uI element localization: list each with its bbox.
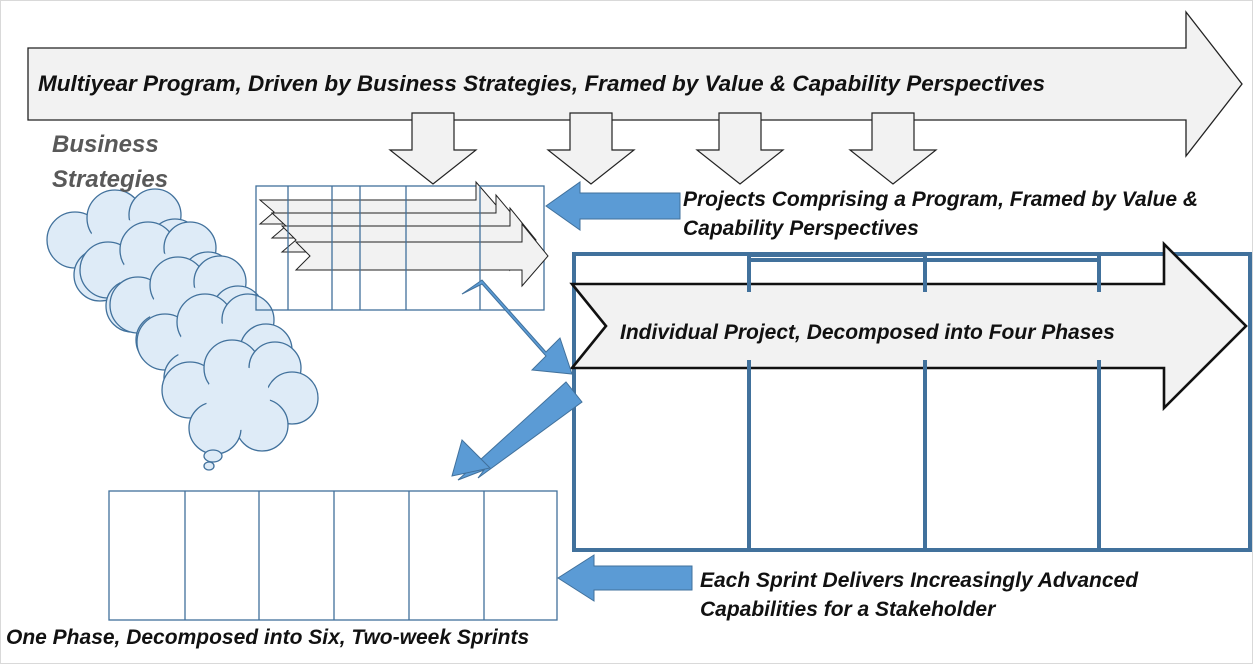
cloud-bubble-1: [203, 449, 223, 463]
diag-arrow-left-head: [451, 439, 492, 477]
down-arrow-2: [546, 112, 636, 185]
down-arrow-3: [695, 112, 785, 185]
six-sprint-frame: [108, 490, 558, 621]
individual-project-label: Individual Project, Decomposed into Four…: [620, 321, 1115, 344]
program-label: Multiyear Program, Driven by Business St…: [38, 71, 1046, 96]
diag-arrow-down: [461, 279, 573, 375]
down-arrow-1: [388, 112, 478, 185]
diag-arrow-left: [457, 381, 583, 481]
sprints-pointer-arrow: [557, 554, 693, 602]
one-phase-label: One Phase, Decomposed into Six, Two-week…: [6, 626, 530, 649]
project-arrows: [258, 180, 549, 288]
projects-pointer-arrow: [545, 181, 681, 231]
clouds: [46, 188, 319, 471]
projects-label: Projects Comprising a Program, Framed by…: [683, 188, 1199, 241]
cloud-5: [161, 339, 319, 455]
project-columns: [287, 186, 481, 310]
business-strategies-label: Business Strategies: [52, 131, 169, 193]
cloud-bubble-2: [203, 461, 215, 471]
phase-dividers: [747, 256, 1101, 552]
down-arrows: [388, 112, 938, 185]
sprints-deliver-label: Each Sprint Delivers Increasingly Advanc…: [700, 569, 1139, 622]
down-arrow-4: [848, 112, 938, 185]
program-arrow: [27, 10, 1243, 158]
projects-frame: [255, 180, 549, 311]
individual-project-arrow: [569, 240, 1248, 412]
